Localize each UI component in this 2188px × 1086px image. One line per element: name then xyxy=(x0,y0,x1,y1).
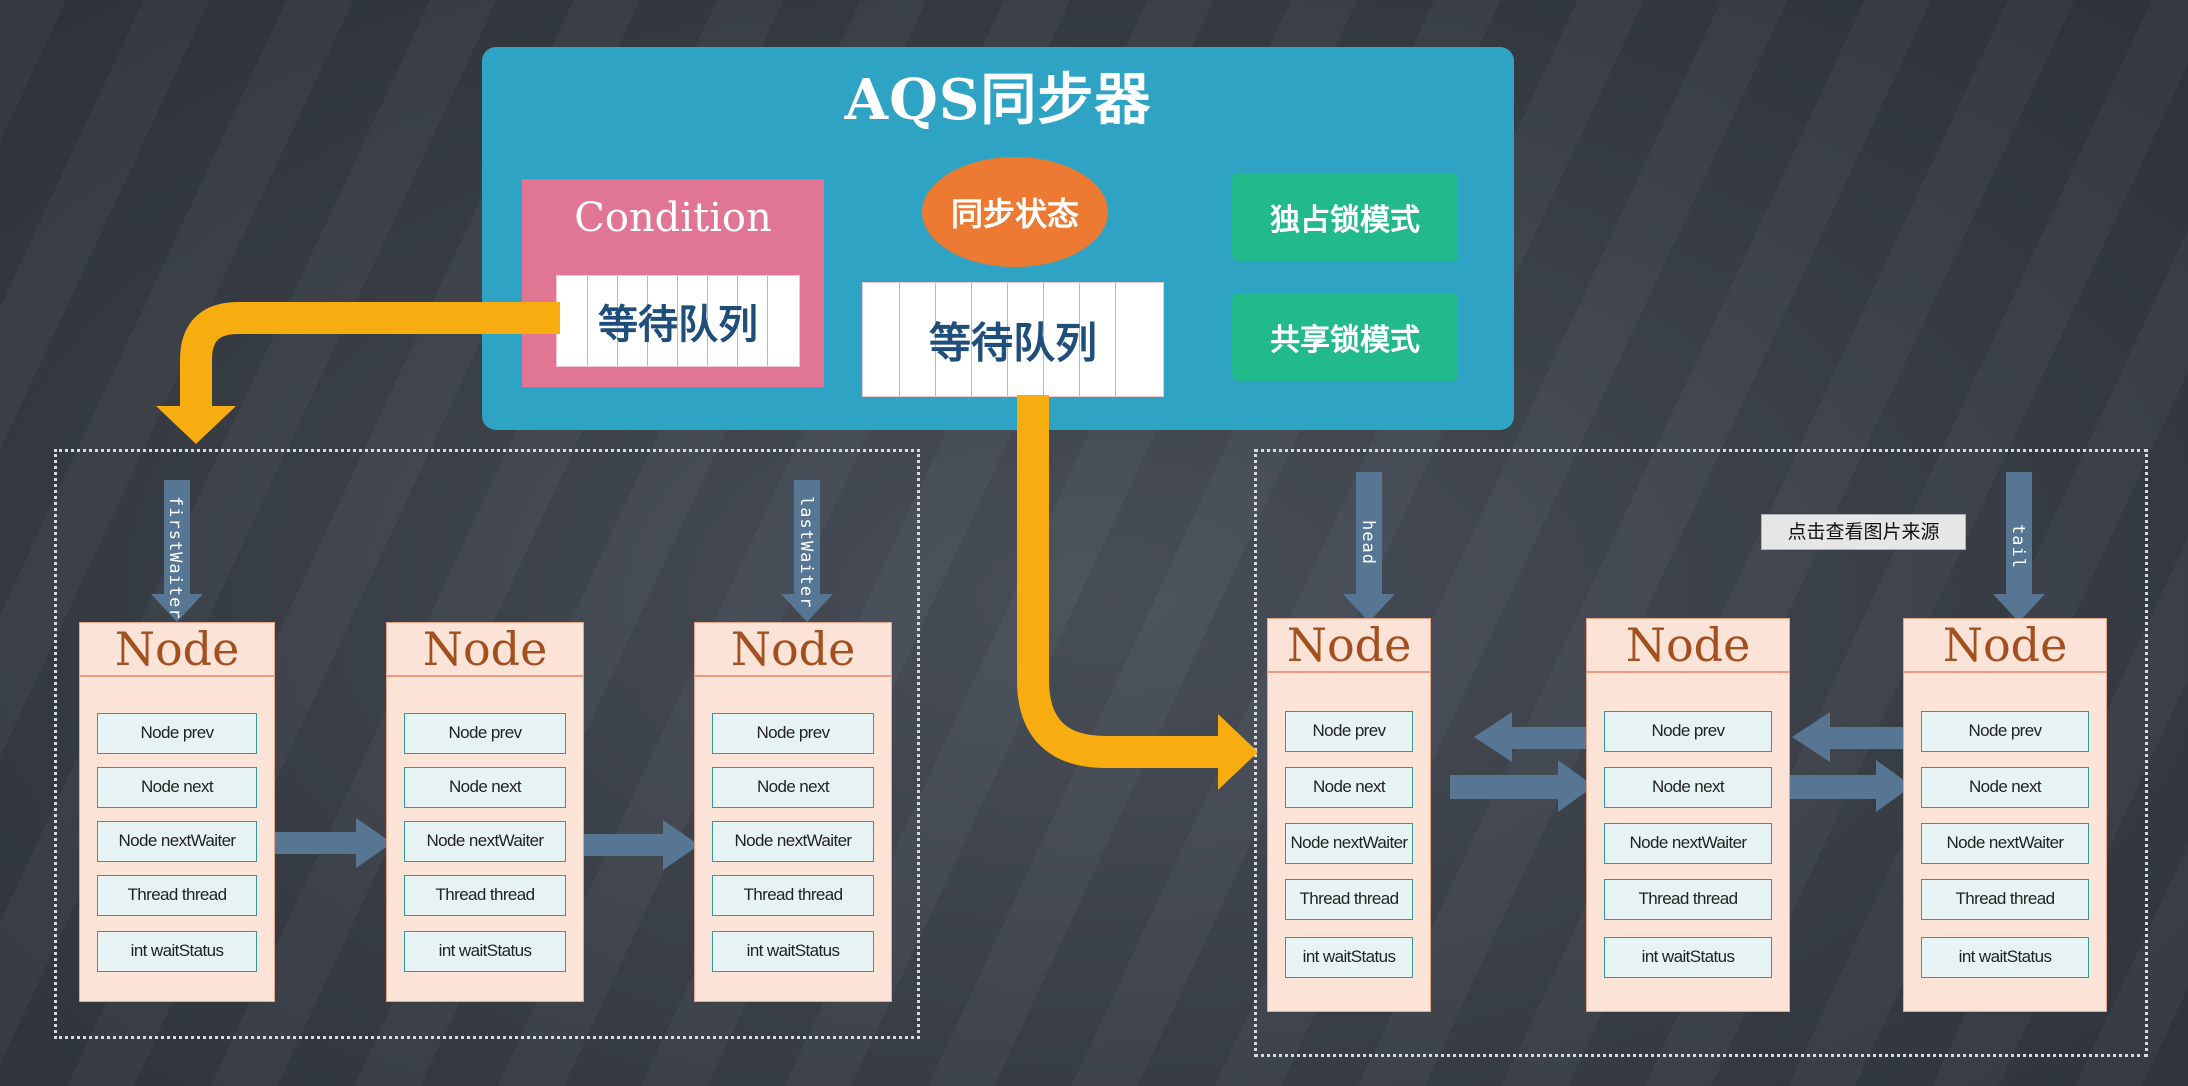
prev-field: Node prev xyxy=(712,713,874,754)
thread-field: Thread thread xyxy=(404,875,566,916)
wait-status-field: int waitStatus xyxy=(1285,937,1413,978)
wait-status-field: int waitStatus xyxy=(404,931,566,972)
first-waiter-arrow xyxy=(151,480,203,622)
exclusive-mode-box: 独占锁模式 xyxy=(1232,173,1458,261)
node-title: Node xyxy=(695,623,891,677)
sync-state: 同步状态 xyxy=(922,157,1108,267)
first-waiter-label: firstWaiter xyxy=(165,496,185,620)
thread-field: Thread thread xyxy=(712,875,874,916)
prev-field: Node prev xyxy=(1604,711,1772,752)
head-label: head xyxy=(1358,520,1378,565)
node-title: Node xyxy=(1904,619,2106,673)
prev-field: Node prev xyxy=(1285,711,1413,752)
next-field: Node next xyxy=(1285,767,1413,808)
last-waiter-label: lastWaiter xyxy=(796,496,816,609)
next-field: Node next xyxy=(1921,767,2089,808)
prev-field: Node prev xyxy=(97,713,257,754)
last-waiter-arrow xyxy=(781,480,833,622)
sync-wait-queue: 等待队列 xyxy=(862,282,1164,397)
condition-queue-group xyxy=(54,449,920,1039)
condition-wait-queue-label: 等待队列 xyxy=(598,301,758,348)
next-arrow-1 xyxy=(1450,760,1594,812)
prev-field: Node prev xyxy=(404,713,566,754)
aqs-title: AQS同步器 xyxy=(844,67,1152,133)
condition-wait-queue: 等待队列 xyxy=(556,275,800,367)
thread-field: Thread thread xyxy=(97,875,257,916)
next-field: Node next xyxy=(404,767,566,808)
next-waiter-field: Node nextWaiter xyxy=(404,821,566,862)
thread-field: Thread thread xyxy=(1285,879,1413,920)
node-title: Node xyxy=(387,623,583,677)
tail-arrow xyxy=(1993,472,2045,622)
condition-flow-arrow xyxy=(156,302,560,444)
prev-field: Node prev xyxy=(1921,711,2089,752)
sync-flow-arrow xyxy=(1017,395,1258,790)
node-title: Node xyxy=(1268,619,1430,673)
head-arrow xyxy=(1343,472,1395,622)
condition-panel: Condition 等待队列 xyxy=(522,179,824,387)
aqs-panel: AQS同步器 Condition 等待队列 同步状态 等待队列 独占锁模式 共享… xyxy=(482,47,1514,430)
shared-mode-box: 共享锁模式 xyxy=(1232,293,1458,381)
tail-label: tail xyxy=(2008,524,2028,569)
image-source-tooltip[interactable]: 点击查看图片来源 xyxy=(1761,514,1966,550)
sync-wait-queue-label: 等待队列 xyxy=(928,318,1097,367)
wait-status-field: int waitStatus xyxy=(1604,937,1772,978)
wait-status-field: int waitStatus xyxy=(712,931,874,972)
wait-status-field: int waitStatus xyxy=(97,931,257,972)
next-waiter-field: Node nextWaiter xyxy=(712,821,874,862)
next-waiter-arrow-2 xyxy=(565,820,699,870)
node-title: Node xyxy=(80,623,274,677)
next-waiter-arrow-1 xyxy=(258,818,392,868)
thread-field: Thread thread xyxy=(1604,879,1772,920)
next-field: Node next xyxy=(1604,767,1772,808)
next-waiter-field: Node nextWaiter xyxy=(1921,823,2089,864)
condition-title: Condition xyxy=(574,195,772,241)
next-field: Node next xyxy=(97,767,257,808)
wait-status-field: int waitStatus xyxy=(1921,937,2089,978)
node-title: Node xyxy=(1587,619,1789,673)
next-waiter-field: Node nextWaiter xyxy=(97,821,257,862)
thread-field: Thread thread xyxy=(1921,879,2089,920)
next-field: Node next xyxy=(712,767,874,808)
next-waiter-field: Node nextWaiter xyxy=(1604,823,1772,864)
next-waiter-field: Node nextWaiter xyxy=(1285,823,1413,864)
